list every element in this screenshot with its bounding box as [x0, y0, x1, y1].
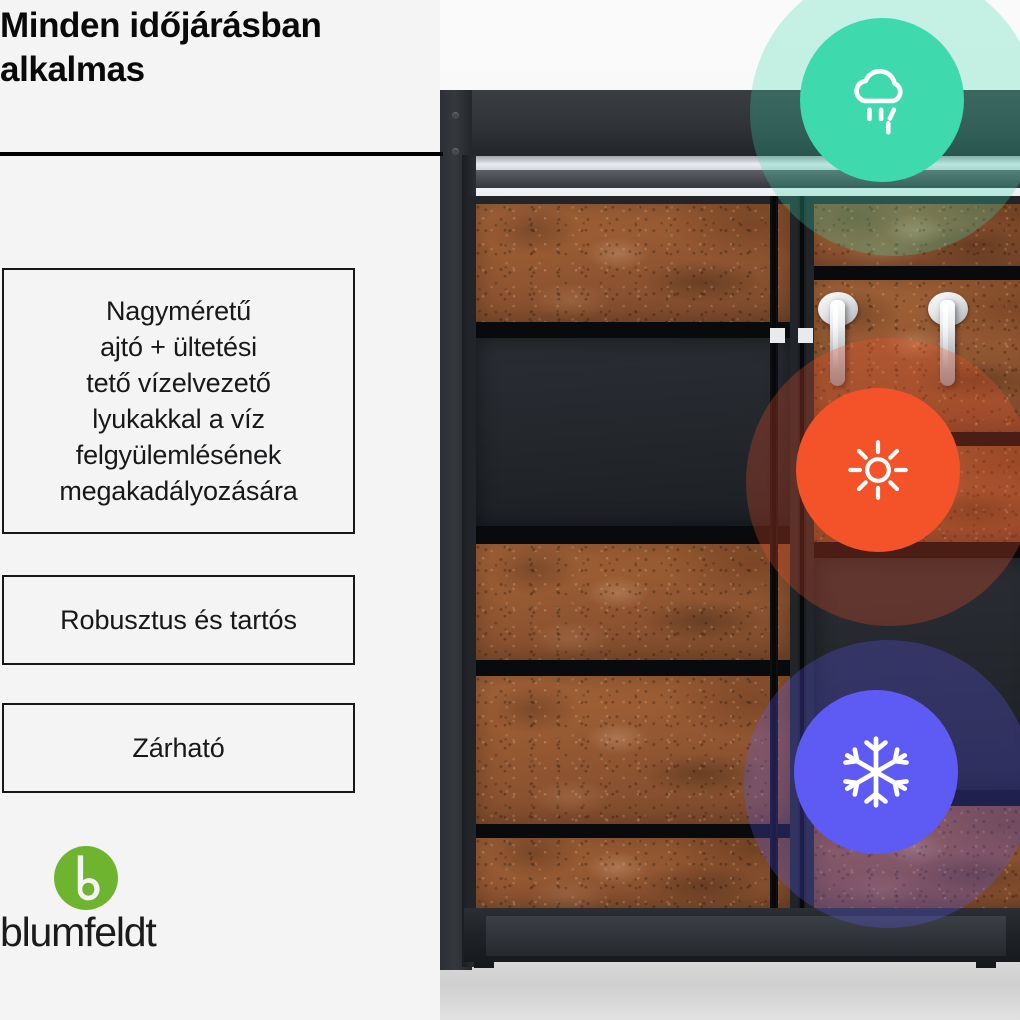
feature-line: lyukakkal a víz	[92, 404, 265, 434]
brand-name: blumfeldt	[0, 909, 157, 955]
feature-line: tető vízelvezető	[86, 368, 271, 398]
feature-line: megakadályozására	[59, 476, 298, 506]
door-handle-right[interactable]	[928, 292, 970, 392]
snowflake-icon	[843, 736, 909, 808]
photo-floor	[440, 962, 1020, 1020]
center-stripe-a	[772, 196, 776, 916]
feature-line: ajtó + ültetési	[100, 332, 257, 362]
headline-line-2: alkalmas	[0, 50, 145, 89]
rust-panel	[476, 204, 790, 322]
door-latch-right	[798, 328, 813, 343]
feature-box-lockable-text: Zárható	[132, 732, 225, 763]
handle-lever	[830, 300, 845, 386]
panel-gap	[476, 322, 790, 338]
door-handle-left[interactable]	[818, 292, 860, 392]
feature-box-large-door-text: Nagyméretű ajtó + ültetési tető vízelvez…	[59, 293, 297, 509]
brand-logo: blumfeldt	[0, 845, 240, 955]
header-divider	[0, 152, 443, 156]
cabinet-plinth-inner	[486, 916, 1006, 956]
sun-icon	[848, 440, 908, 500]
feature-line: felgyülemlésének	[75, 440, 282, 470]
feature-line: Nagyméretű	[105, 296, 252, 326]
page-title: Minden időjárásban alkalmas	[0, 0, 440, 92]
blumfeldt-logo-icon	[53, 845, 119, 916]
rust-panel	[814, 204, 1020, 266]
panel-gap	[814, 266, 1020, 280]
center-stripe-b	[800, 196, 804, 916]
feature-box-robust: Robusztus és tartós	[2, 575, 355, 665]
feature-box-robust-text: Robusztus és tartós	[60, 604, 297, 635]
panel-gap	[476, 824, 790, 838]
post-screw-bottom	[452, 148, 459, 155]
rain-cloud-icon	[854, 68, 903, 135]
post-screw-top	[452, 112, 459, 119]
rust-panel	[476, 544, 790, 660]
door-latch-left	[770, 328, 785, 343]
headline-line-1: Minden időjárásban	[0, 6, 322, 45]
dark-panel	[476, 338, 790, 526]
weather-badge-rain[interactable]	[800, 18, 964, 182]
feature-box-lockable: Zárható	[2, 703, 355, 793]
panel-gap	[476, 660, 790, 676]
weather-badge-snow[interactable]	[794, 690, 958, 854]
feature-box-large-door: Nagyméretű ajtó + ültetési tető vízelvez…	[2, 268, 355, 534]
rust-panel	[476, 838, 790, 908]
handle-lever	[940, 300, 955, 386]
product-photo	[440, 0, 1020, 1020]
weather-badge-sun[interactable]	[796, 388, 960, 552]
panel-gap	[476, 526, 790, 544]
rust-panel	[476, 676, 790, 824]
